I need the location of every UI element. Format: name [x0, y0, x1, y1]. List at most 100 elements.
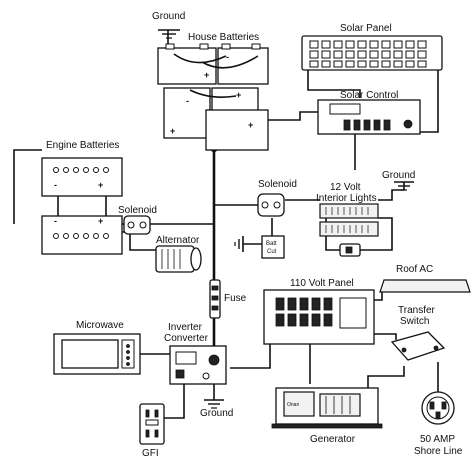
- solenoid-right-post-1: [261, 201, 269, 209]
- roof-ac: Roof AC: [379, 264, 471, 293]
- wire-panel-to-transfer: [374, 333, 397, 340]
- solar-control-indicator: [403, 119, 413, 129]
- engine-battery-1-plus: +: [98, 180, 103, 190]
- transfer-switch-lug-1: [401, 347, 407, 353]
- inverter-label-1: Inverter: [168, 322, 203, 333]
- wire-engine-ground: [13, 149, 42, 224]
- shore-line-prong-2: [441, 401, 447, 410]
- ground-bottom: Ground: [200, 399, 233, 419]
- wire-roofac-to-panel: [374, 290, 383, 301]
- engine-battery-2-cells: [53, 233, 109, 239]
- house-battery-strap-2: [201, 55, 259, 69]
- generator: Onan Generator: [271, 387, 383, 445]
- wire-inverter-to-panel: [230, 340, 271, 369]
- ground-top-icon: [158, 29, 180, 39]
- gfi-label: GFI: [142, 448, 159, 459]
- inverter-switch: [175, 369, 185, 379]
- panel-110v-label: 110 Volt Panel: [290, 278, 354, 289]
- transfer-switch: Transfer Switch: [390, 305, 446, 361]
- solar-control-label: Solar Control: [340, 90, 398, 101]
- solenoid-left-body: [123, 215, 151, 235]
- batt-cut-label-1: Batt: [266, 241, 277, 247]
- solar-control-terminals: [343, 119, 391, 131]
- solenoid-right-body: [257, 193, 285, 217]
- alternator-fins: [161, 249, 181, 269]
- house-battery-1: [157, 47, 217, 85]
- ground-right-icon: [394, 181, 414, 191]
- solenoid-left-post-2: [139, 221, 147, 229]
- microwave-door: [61, 339, 119, 369]
- house-battery-2-minus: -: [226, 52, 229, 62]
- house-battery-3-plus: +: [170, 126, 175, 136]
- alternator-label: Alternator: [156, 235, 200, 246]
- gfi: GFI: [139, 403, 165, 459]
- house-battery-1-terminal-pos: [199, 43, 209, 50]
- alternator: Alternator: [155, 235, 202, 273]
- fuse: Fuse: [209, 279, 247, 319]
- engine-battery-2-minus: -: [54, 216, 57, 226]
- inverter-label-2: Converter: [164, 333, 209, 344]
- panel-110v: 110 Volt Panel: [263, 278, 375, 345]
- roof-ac-label: Roof AC: [396, 264, 433, 275]
- transfer-label-2: Switch: [400, 316, 429, 327]
- microwave: Microwave: [53, 320, 141, 375]
- house-battery-2-terminal-neg: [221, 43, 231, 50]
- wire-transfer-to-generator: [367, 366, 405, 388]
- solenoid-left-post-1: [127, 221, 135, 229]
- wire-solar-panel-to-control-2: [420, 70, 439, 133]
- wiring: [13, 30, 439, 419]
- interior-lights-label-2: Interior Lights: [316, 193, 377, 204]
- alternator-pulley: [190, 247, 202, 271]
- wire-house-batteries-to-control: [266, 111, 318, 121]
- engine-batteries-label: Engine Batteries: [46, 140, 119, 151]
- transfer-switch-lug-2: [433, 345, 439, 351]
- wire-switch-right: [360, 217, 393, 251]
- house-battery-5-plus-b: +: [248, 120, 253, 130]
- shore-line-label-2: Shore Line: [414, 446, 463, 457]
- batt-cut: Batt Cut: [234, 235, 285, 259]
- interior-light-2: [319, 221, 379, 237]
- solenoid-left: Solenoid: [118, 205, 157, 235]
- batt-cut-label-2: Cut: [267, 249, 277, 255]
- engine-battery-1-cells: [53, 167, 109, 173]
- house-battery-1-terminal-neg: [165, 43, 175, 50]
- solenoid-right-post-2: [273, 201, 281, 209]
- ground-right: Ground: [382, 170, 415, 191]
- solenoid-right: Solenoid: [257, 179, 297, 217]
- batt-cut-box: [261, 235, 285, 259]
- inverter-lug: [202, 372, 210, 380]
- ground-top: Ground: [152, 11, 185, 39]
- shore-line-label-1: 50 AMP: [420, 434, 455, 445]
- house-battery-3-minus: -: [186, 96, 189, 106]
- interior-light-stripes: [325, 207, 369, 233]
- generator-label: Generator: [310, 434, 356, 445]
- panel-110v-breakers: [275, 297, 333, 327]
- engine-battery-2-plus: +: [98, 216, 103, 226]
- house-battery-1-plus: +: [204, 70, 209, 80]
- engine-battery-1: [41, 157, 123, 197]
- solenoid-right-label: Solenoid: [258, 179, 297, 190]
- solar-control-display: [329, 103, 361, 115]
- inverter-converter: Inverter Converter: [164, 322, 227, 385]
- shore-line-prong-3: [435, 411, 441, 419]
- ground-right-label: Ground: [382, 170, 415, 181]
- house-battery-5-plus: +: [236, 90, 241, 100]
- interior-lights-label-1: 12 Volt: [330, 182, 361, 193]
- interior-lights: 12 Volt Interior Lights: [316, 182, 379, 257]
- wire-solar-panel-to-control-1: [307, 70, 361, 98]
- fuse-element-1: [211, 285, 219, 291]
- house-battery-strap-3: [189, 89, 237, 98]
- ground-top-label: Ground: [152, 11, 185, 22]
- interior-light-1: [319, 203, 379, 219]
- interior-lights-switch-rocker: [345, 246, 353, 254]
- solar-control: Solar Control: [317, 90, 421, 135]
- wire-inverter-to-gfi: [164, 384, 185, 419]
- transfer-label-1: Transfer: [398, 305, 436, 316]
- house-batteries-label: House Batteries: [188, 32, 259, 43]
- engine-batteries: Engine Batteries - + - +: [41, 140, 123, 255]
- generator-base: [271, 423, 383, 429]
- generator-engine: [283, 391, 315, 417]
- house-battery-strap-1: [173, 53, 227, 64]
- shore-line-prong-1: [429, 401, 435, 410]
